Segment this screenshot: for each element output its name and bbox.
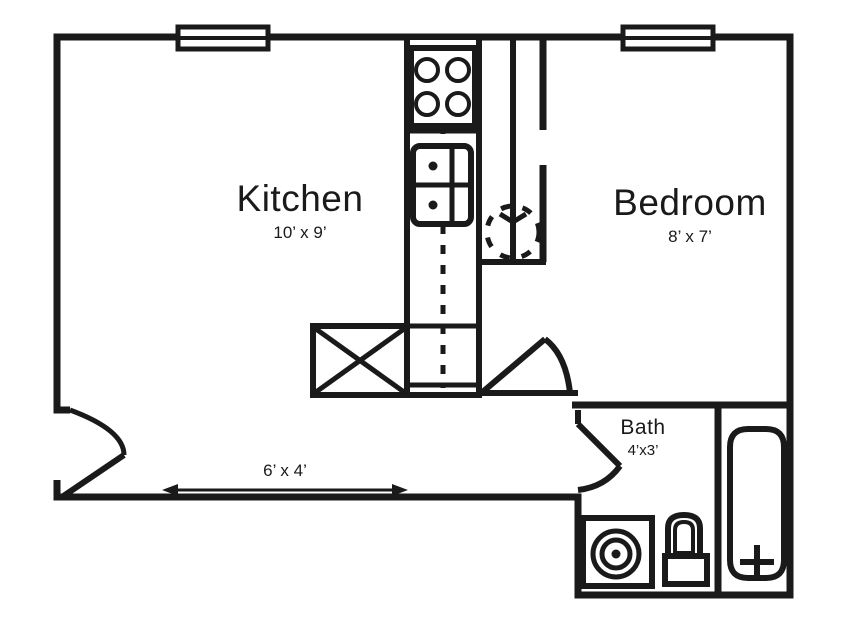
burner-front-left	[414, 57, 440, 83]
door-swing-icon	[69, 407, 127, 456]
entry-door-leaf	[60, 452, 126, 500]
bedroom-door[interactable]	[477, 336, 573, 398]
burner-rear-right	[445, 91, 471, 117]
toilet	[662, 511, 710, 587]
toilet-seat	[673, 519, 695, 555]
toilet-tank	[662, 553, 710, 587]
sink-drain-upper	[428, 161, 438, 171]
dimension-arrowhead-left	[162, 484, 178, 496]
living-width-dimension	[162, 484, 408, 496]
bath-walls	[572, 401, 790, 595]
ceiling-fixture-blades	[498, 211, 528, 225]
window-bedroom	[620, 24, 716, 52]
refrigerator-x-2	[314, 326, 406, 395]
sink	[410, 143, 474, 227]
burner-rear-left	[414, 91, 440, 117]
window-kitchen	[175, 24, 271, 52]
door-swing-icon	[577, 464, 623, 493]
washer-drum-center	[611, 549, 621, 559]
bathtub-icon	[727, 426, 787, 581]
ceiling-fixture-icon	[484, 203, 542, 261]
entry-door[interactable]	[53, 406, 127, 500]
dimension-arrowhead-right	[392, 484, 408, 496]
bathtub	[727, 426, 787, 581]
bedroom-closet	[479, 37, 547, 265]
refrigerator	[310, 323, 410, 398]
base-cabinet	[409, 323, 477, 388]
door-swing-icon	[543, 336, 573, 394]
burner-front-right	[445, 57, 471, 83]
bedroom-door-leaf	[477, 336, 547, 398]
bath-door[interactable]	[575, 410, 623, 493]
stove	[408, 45, 478, 129]
bath-door-leaf	[575, 421, 623, 469]
sink-drain-lower	[428, 200, 438, 210]
washer-dryer	[580, 515, 655, 589]
